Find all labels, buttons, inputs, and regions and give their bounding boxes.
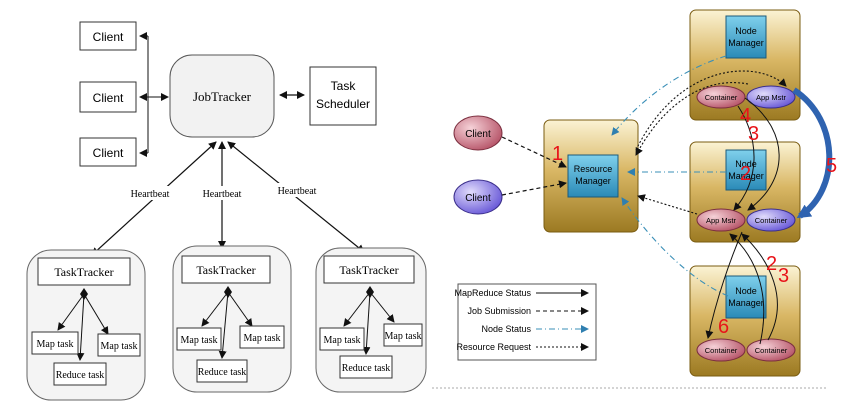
worker-node-1: TaskTracker Map task Map task Reduce tas… (26, 249, 146, 401)
legend-node-status: Node Status (481, 324, 531, 334)
container-label: Container (755, 346, 788, 355)
node-manager-top: Node Manager Container App Mstr (689, 9, 801, 121)
nm-label-1: Node (735, 26, 757, 36)
map-task-label: Map task (101, 341, 138, 352)
left-diagram: Client Client Client JobTracker Task Sch… (26, 21, 427, 401)
rm-label-1: Resource (574, 164, 613, 174)
scheduler-label-1: Task (331, 79, 357, 93)
node-manager-bottom: Node Manager Container Container (689, 265, 801, 377)
resource-manager: Resource Manager (543, 119, 639, 233)
step-number: 1 (552, 143, 563, 165)
step-numbers: 1 2 3 4 5 3 2 6 (552, 105, 837, 338)
heartbeat-label-2: Heartbeat (203, 189, 242, 200)
left-client-label: Client (93, 91, 124, 105)
legend-resource-request: Resource Request (456, 342, 531, 352)
legend-mapreduce-status: MapReduce Status (454, 288, 531, 298)
job-submission-arrows (501, 136, 567, 196)
container-label: Container (705, 93, 738, 102)
left-client-2: Client (79, 81, 137, 113)
nm-label-2: Manager (728, 298, 764, 308)
tasktracker-label: TaskTracker (196, 263, 255, 277)
right-diagram: Client Client Resource Manager Node Mana… (432, 9, 837, 389)
step-number: 2 (766, 253, 777, 275)
left-client-label: Client (93, 146, 124, 160)
nm-label-1: Node (735, 286, 757, 296)
client-bracket (139, 32, 169, 157)
reduce-task-label: Reduce task (198, 367, 247, 378)
step-number: 2 (740, 163, 751, 185)
heartbeat-bg (198, 186, 246, 200)
yarn-client-red: Client (453, 115, 503, 151)
legend-job-submission: Job Submission (467, 306, 531, 316)
nm-label-2: Manager (728, 171, 764, 181)
nm-label-2: Manager (728, 38, 764, 48)
node-manager-middle: Node Manager App Mstr Container (689, 141, 801, 243)
step-number: 6 (718, 316, 729, 338)
rm-label-2: Manager (575, 176, 611, 186)
heartbeat-bg (271, 183, 323, 197)
jobtracker-node: JobTracker (169, 54, 275, 138)
heartbeat-label-1: Heartbeat (131, 189, 170, 200)
blue-curved-arrow (792, 87, 833, 219)
worker-node-3: TaskTracker Map task Map task Reduce tas… (315, 247, 427, 393)
container-label: Container (755, 216, 788, 225)
map-task-label: Map task (244, 333, 281, 344)
left-client-label: Client (93, 30, 124, 44)
resource-request-arrows (635, 82, 749, 215)
step-number: 4 (740, 105, 751, 127)
map-task-label: Map task (324, 335, 361, 346)
legend: MapReduce Status Job Submission Node Sta… (454, 283, 597, 361)
map-task-label: Map task (385, 331, 422, 342)
scheduler-label-2: Scheduler (316, 97, 370, 111)
tasktracker-label: TaskTracker (54, 265, 113, 279)
left-client-1: Client (79, 21, 137, 51)
step-number: 3 (778, 265, 789, 287)
rm-to-appmaster-dotted (635, 70, 787, 151)
reduce-task-label: Reduce task (56, 370, 105, 381)
left-client-3: Client (79, 137, 137, 167)
appmstr-label: App Mstr (756, 93, 787, 102)
yarn-client-label: Client (465, 129, 491, 140)
reduce-task-label: Reduce task (342, 363, 391, 374)
map-task-label: Map task (181, 335, 218, 346)
nm-label-1: Node (735, 159, 757, 169)
yarn-client-label: Client (465, 193, 491, 204)
map-task-label: Map task (37, 339, 74, 350)
step-number: 5 (826, 155, 837, 177)
heartbeat-bg (120, 186, 174, 200)
jobtracker-label: JobTracker (193, 89, 252, 104)
tasktracker-label: TaskTracker (339, 263, 398, 277)
step-number: 3 (748, 123, 759, 145)
mapreduce-status-arrows (705, 97, 780, 345)
task-scheduler-node: Task Scheduler (309, 66, 377, 126)
worker-node-2: TaskTracker Map task Map task Reduce tas… (172, 245, 292, 393)
yarn-client-blue: Client (453, 179, 503, 215)
heartbeat-label-3: Heartbeat (278, 186, 317, 197)
node-status-arrows (611, 55, 729, 297)
container-label: Container (705, 346, 738, 355)
appmstr-label: App Mstr (706, 216, 737, 225)
